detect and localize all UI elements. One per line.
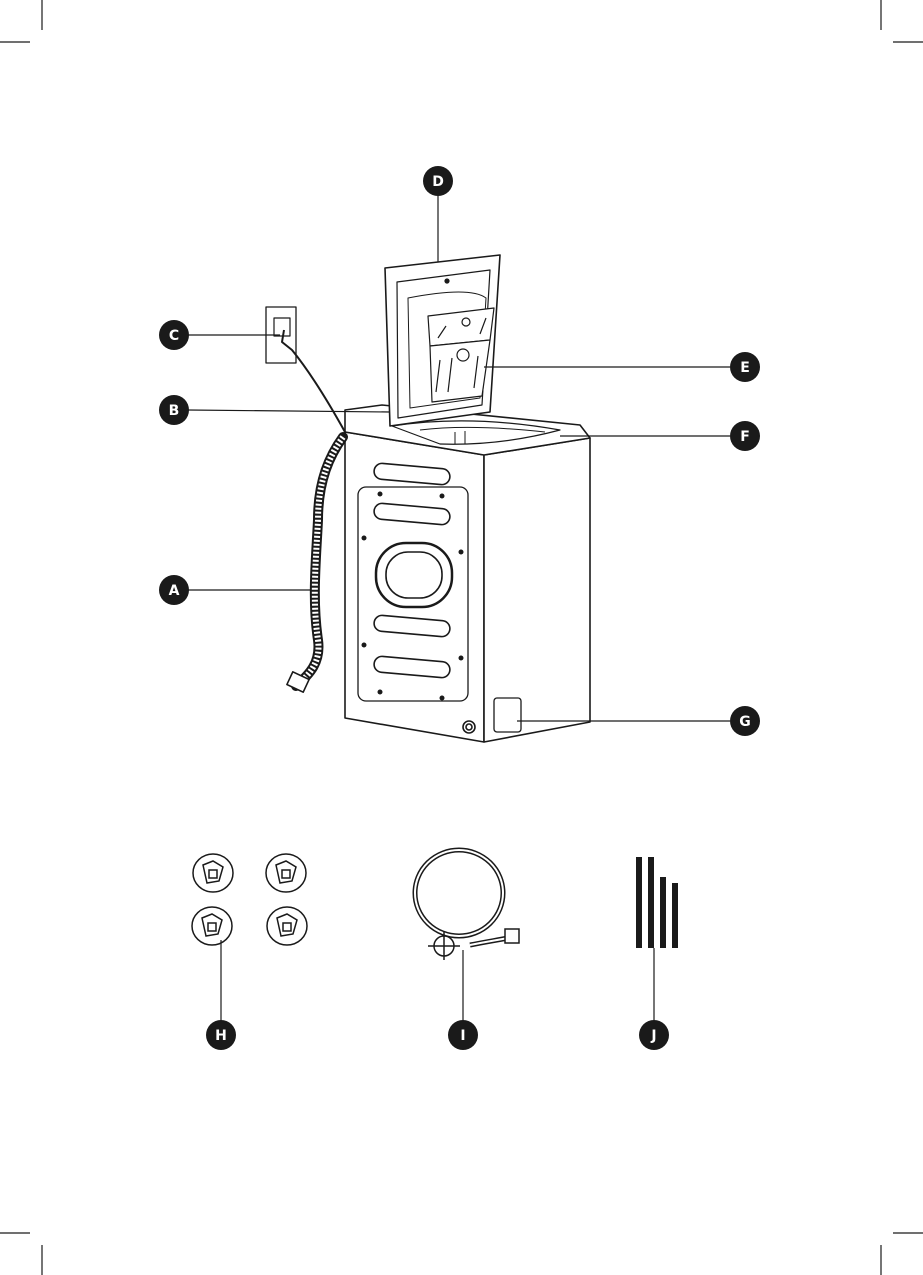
label-badge-j: J [639, 1020, 669, 1050]
transit-bars-illustration [636, 857, 678, 948]
label-badge-a: A [159, 575, 189, 605]
label-d-text: D [432, 174, 444, 190]
label-b-text: B [169, 403, 180, 419]
label-badge-i: I [448, 1020, 478, 1050]
label-badge-e: E [730, 352, 760, 382]
label-c-text: C [169, 328, 179, 344]
label-f-text: F [740, 429, 750, 445]
label-badge-b: B [159, 395, 189, 425]
label-badge-f: F [730, 421, 760, 451]
label-j-text: J [650, 1028, 656, 1044]
label-badge-g: G [730, 706, 760, 736]
label-badge-d: D [423, 166, 453, 196]
label-e-text: E [740, 360, 750, 376]
washing-machine-illustration [266, 255, 590, 742]
label-g-text: G [739, 714, 751, 730]
cabinet-body [345, 432, 484, 742]
leveling-feet-illustration [192, 854, 307, 945]
label-badge-c: C [159, 320, 189, 350]
cabinet-side [484, 438, 590, 742]
label-i-text: I [460, 1028, 465, 1044]
label-badge-h: H [206, 1020, 236, 1050]
inlet-hose-illustration [415, 850, 519, 960]
label-h-text: H [215, 1028, 227, 1044]
label-a-text: A [169, 583, 180, 599]
